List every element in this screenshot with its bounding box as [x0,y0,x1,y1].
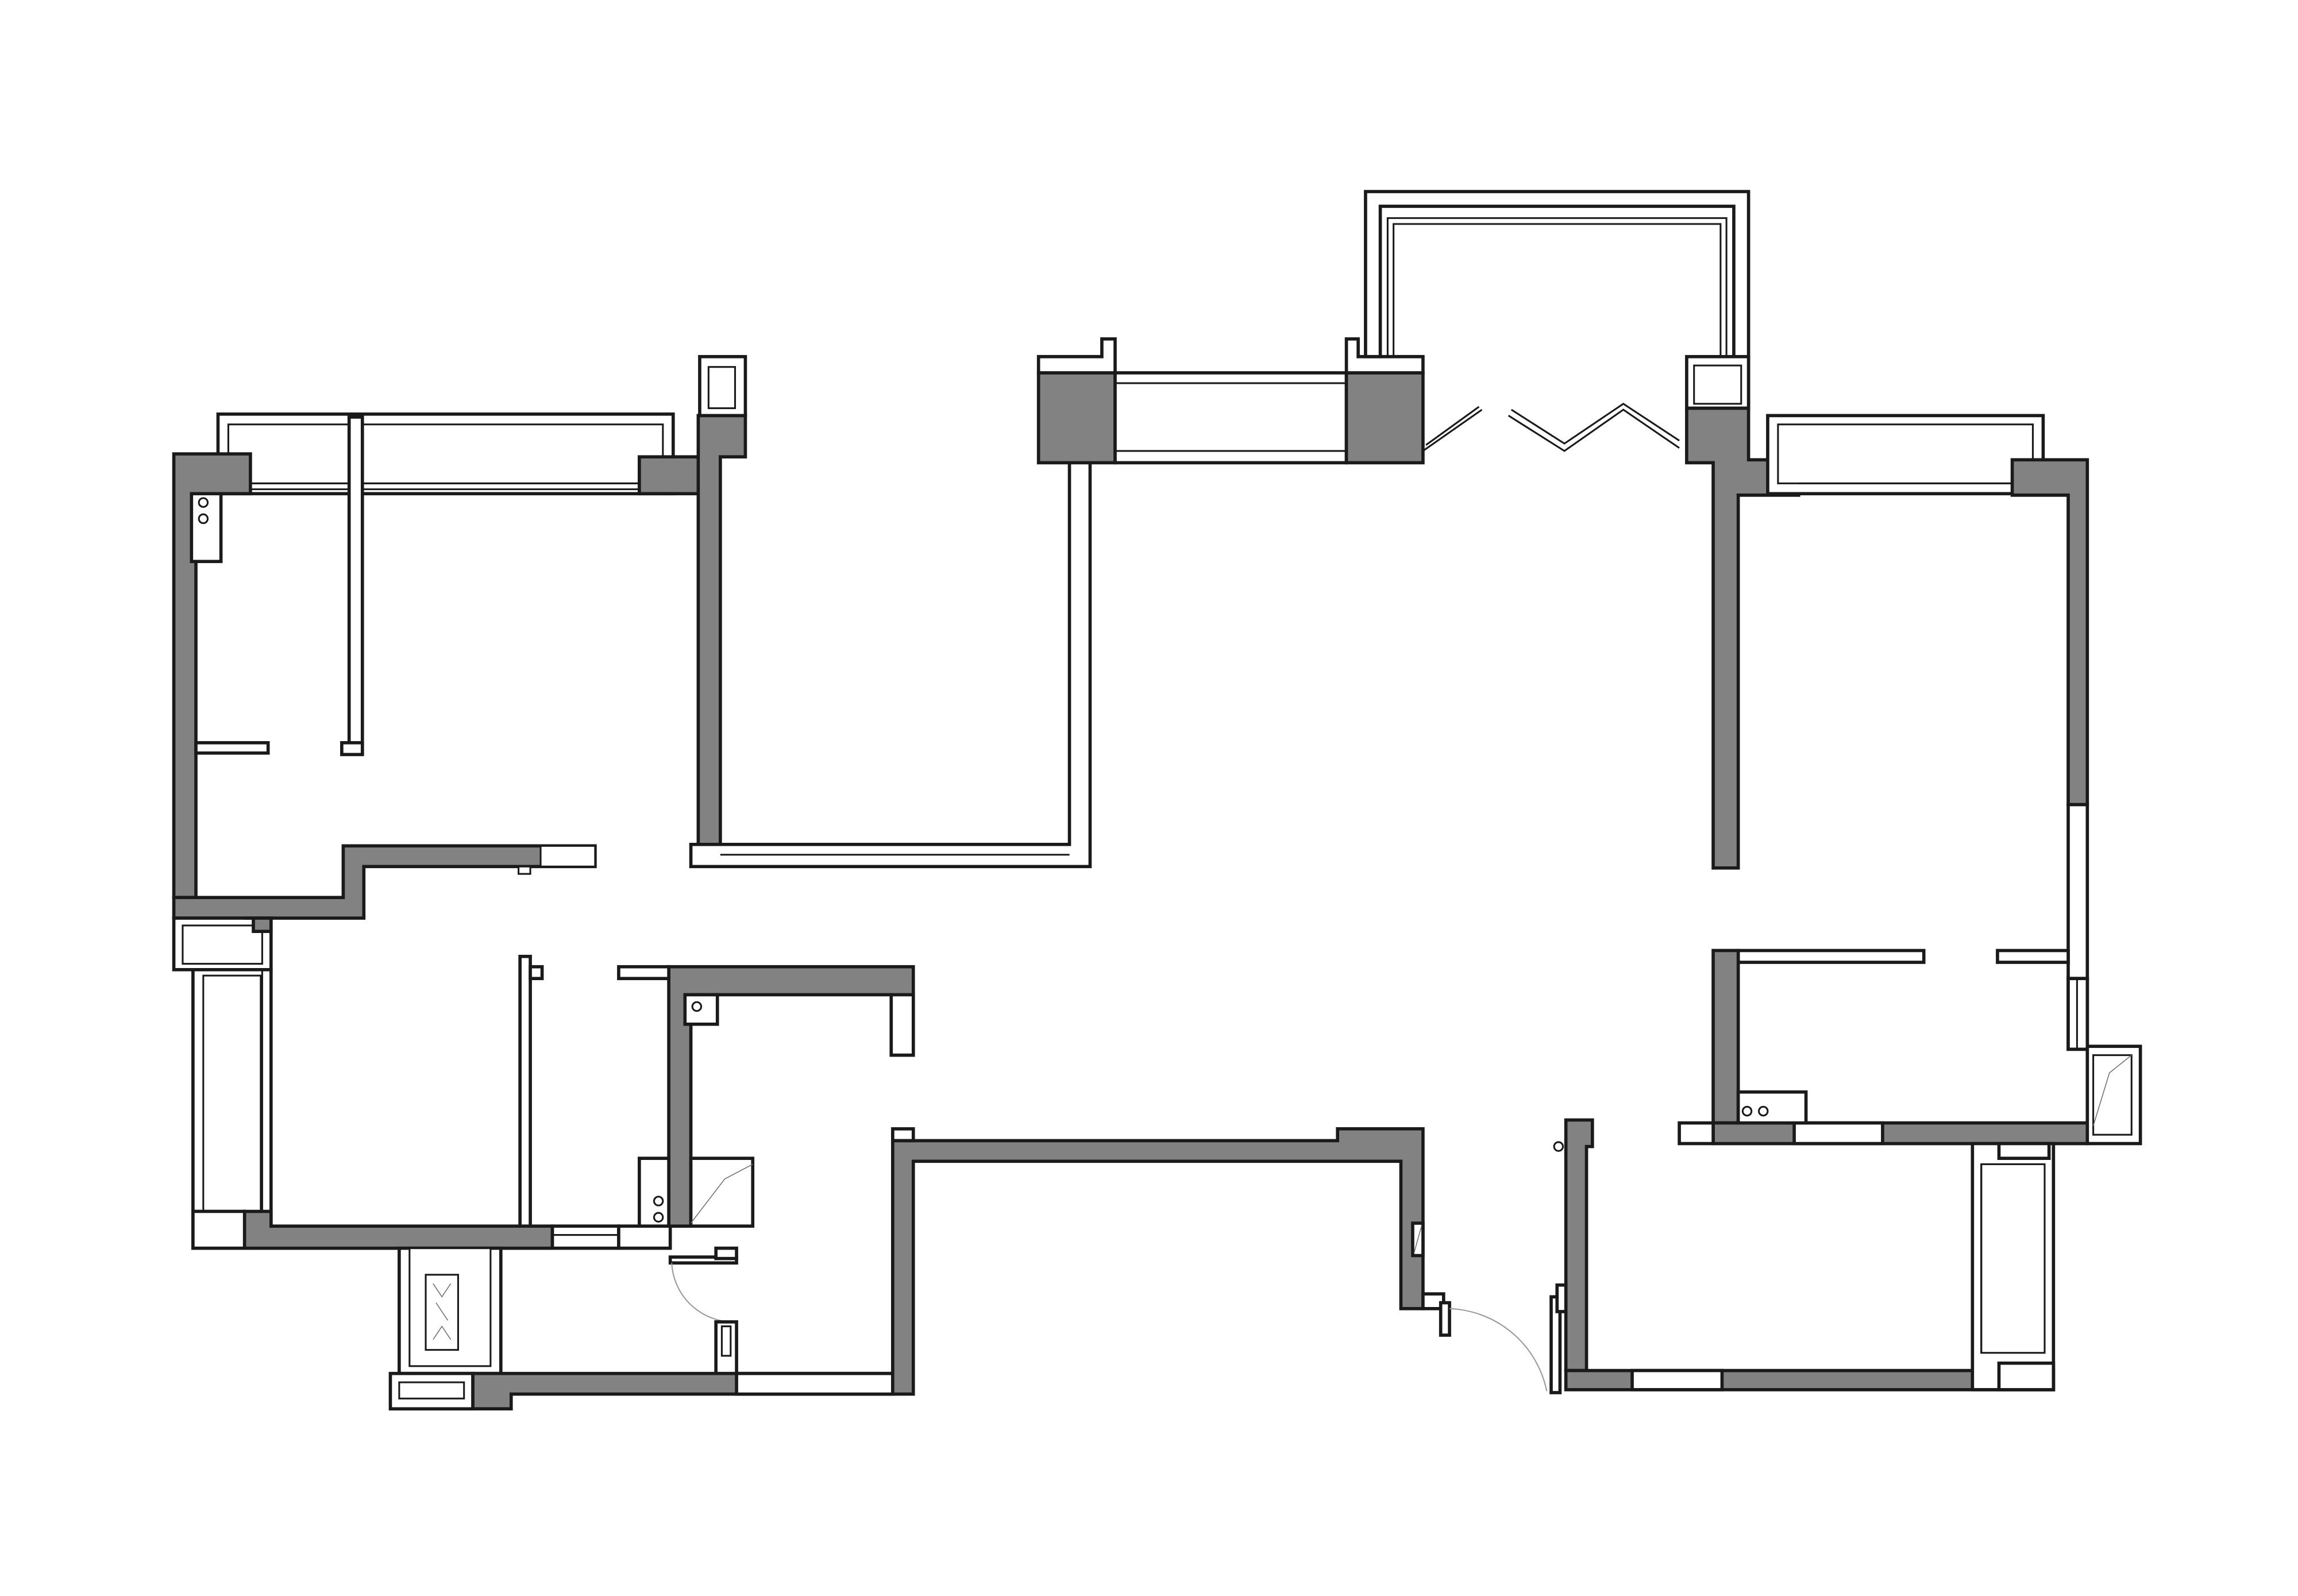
center-west-room [689,337,1425,869]
left-upper-room [172,354,747,920]
bathroom-door-stop [714,1246,738,1260]
right-upper-room [1736,414,2089,981]
pipe-icon [198,513,209,525]
left-lower-partition [518,954,532,1228]
left-lower-door-frame [550,1224,620,1250]
left-room-south-wall [172,844,597,920]
right-lower-window-cap [1997,1142,2051,1160]
left-room-partition [347,415,364,755]
main-door-jamb [1439,1301,1451,1337]
water-heater-icon [433,1283,452,1340]
right-room-partition-east [1996,949,2070,964]
center-west-pillar [1036,371,1117,465]
folding-door-right-2 [1510,402,1680,445]
center-south-fixture-line [1413,1225,1422,1253]
bathroom-wall-stub [617,965,670,981]
left-room-south-wall-end [539,845,596,868]
right-middle-door-gap [1792,1121,1884,1146]
right-room-east-wall [2010,458,2089,807]
left-lower-sw-corner [191,1209,246,1250]
left-room-stub [194,741,270,755]
left-room-partition-foot [340,741,364,757]
right-middle-west-wall [1711,949,1740,1125]
right-middle-room [1678,949,2142,1146]
bottom-left-window [735,1371,894,1396]
folding-door-left [1422,408,1483,452]
left-lower-south-wall [242,1209,554,1250]
pipe-icon [691,1001,703,1012]
balcony-rail [1364,190,1751,407]
top-balcony [1364,190,1800,870]
pipe-icon [1741,1105,1753,1117]
center-south [891,1127,1548,1396]
bathroom-door-swing [671,1263,734,1323]
left-lower-pillar [244,916,273,933]
bathroom-wall-end [889,993,915,1057]
bottom-left-post-inner [720,1325,732,1357]
right-top-window-inner [1777,423,2034,484]
pipe-icon [1758,1105,1769,1117]
doorbell-icon [1553,1141,1564,1152]
left-room-ne-pillar [638,455,703,496]
pipe-box-nw [190,492,223,564]
center-west-pillar-cap [1036,337,1117,375]
balcony-east-cap-inner [1693,364,1742,405]
right-middle-wall-end [1678,1121,1715,1146]
right-room-east-window [2066,803,2089,981]
pipe-icon [653,1212,664,1223]
center-window-frame [1113,371,1348,465]
center-south-wall-cap [891,1127,915,1143]
right-east-bay-swing [2092,1055,2132,1126]
pipe-icon [198,497,209,508]
left-tower-inner [707,366,737,410]
left-lower-west-window-inner [202,974,262,1213]
folding-door-right [1507,408,1680,452]
left-top-window-inner [227,423,664,484]
balcony-rail-inner-2 [1393,223,1722,357]
right-lower-room [1549,1118,2056,1394]
balcony-rail-inner [1386,217,1728,357]
pipe-box [683,993,719,1026]
shower-door-swing [690,1163,753,1224]
main-door-swing [1449,1308,1548,1391]
center-east-pillar-cap [1344,337,1425,375]
folding-door-left-2 [1425,406,1480,446]
right-lower-east-window-inner [1980,1163,2046,1354]
bottom-left-step-inner [398,1381,465,1400]
entry-door-stop [1555,1283,1568,1313]
left-lower-partition-cap [529,965,544,981]
left-room-east-wall [696,414,747,865]
right-east-bay-inner [2092,1054,2133,1136]
right-lower-south-window [1630,1368,1724,1391]
center-east-pillar [1344,371,1425,465]
bathroom-left [617,965,915,1323]
pipe-icon [653,1196,664,1206]
right-room-partition-west [1736,949,1926,964]
bottom-left-utility [388,1246,894,1411]
left-lower-room [172,916,672,1250]
right-lower-west-wall [1564,1118,1594,1373]
center-south-wall [891,1127,1425,1396]
center-east-wall [1685,406,1800,870]
right-lower-se-corner [1997,1361,2056,1391]
left-room-wall-nib [518,865,531,875]
center-west-room-wall [689,460,1092,869]
left-lower-notch-inner [182,924,263,965]
left-lower-wall-end [617,1224,672,1250]
shower-tray [689,1156,755,1228]
